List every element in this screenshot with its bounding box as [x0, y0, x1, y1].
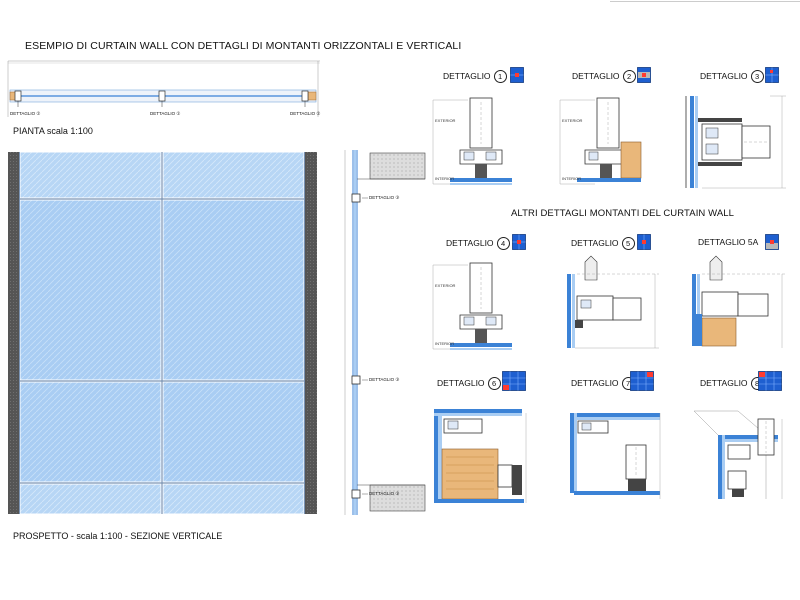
section-drawing: [344, 150, 426, 515]
detail-2-drawing: EXTERIOR INTERIOR: [559, 97, 642, 185]
detail-8-drawing: [693, 410, 783, 499]
detail-4-keyplan-icon: [512, 234, 526, 250]
page-title: ESEMPIO DI CURTAIN WALL CON DETTAGLI DI …: [25, 40, 462, 52]
detail-4-number: 4: [496, 237, 510, 250]
section-marker-top: DETTAGLIO ③: [369, 195, 400, 200]
detail-1-drawing: EXTERIOR INTERIOR: [432, 97, 512, 185]
detail-3-drawing: [685, 95, 786, 189]
svg-text:INTERIOR: INTERIOR: [435, 341, 454, 346]
detail-5a-keyplan-icon: [765, 234, 779, 250]
plan-marker-left: DETTAGLIO ②: [10, 111, 41, 116]
detail-5a-number: 5A: [747, 237, 759, 247]
detail-1-keyplan-icon: [510, 67, 524, 83]
detail-5-drawing: [567, 255, 659, 349]
detail-2-keyplan-icon: [637, 67, 651, 83]
plan-marker-center: DETTAGLIO ①: [150, 111, 181, 116]
detail-7-drawing: [570, 413, 661, 499]
svg-text:EXTERIOR: EXTERIOR: [562, 118, 583, 123]
elevation-label: PROSPETTO - scala 1:100 - SEZIONE VERTIC…: [13, 531, 223, 541]
top-rule: [610, 1, 800, 2]
svg-text:INTERIOR: INTERIOR: [562, 176, 581, 181]
elevation-drawing: [8, 151, 317, 515]
detail-1-number: 1: [493, 70, 507, 83]
detail-5-number: 5: [621, 237, 635, 250]
section-marker-bottom: DETTAGLIO ③: [369, 491, 400, 496]
detail-6-drawing: [434, 409, 527, 503]
detail-3-number: 3: [750, 70, 764, 83]
detail-7-keyplan-icon: [630, 371, 654, 391]
plan-drawing: [7, 60, 320, 117]
subheader-title: ALTRI DETTAGLI MONTANTI DEL CURTAIN WALL: [511, 208, 735, 219]
detail-5a-drawing: [692, 255, 786, 348]
plan-label: PIANTA scala 1:100: [13, 126, 93, 136]
detail-5a-label: DETTAGLIO 5A: [698, 237, 759, 247]
detail-3-keyplan-icon: [765, 67, 779, 83]
detail-4-drawing: EXTERIOR INTERIOR: [432, 262, 512, 350]
detail-6-number: 6: [487, 377, 501, 390]
detail-2-number: 2: [622, 70, 636, 83]
detail-5-keyplan-icon: [637, 234, 651, 250]
svg-text:INTERIOR: INTERIOR: [435, 176, 454, 181]
detail-8-keyplan-icon: [758, 371, 782, 391]
svg-text:EXTERIOR: EXTERIOR: [435, 283, 456, 288]
plan-marker-right: DETTAGLIO ②: [290, 111, 321, 116]
section-marker-mid: DETTAGLIO ③: [369, 377, 400, 382]
svg-text:EXTERIOR: EXTERIOR: [435, 118, 456, 123]
detail-6-keyplan-icon: [502, 371, 526, 391]
